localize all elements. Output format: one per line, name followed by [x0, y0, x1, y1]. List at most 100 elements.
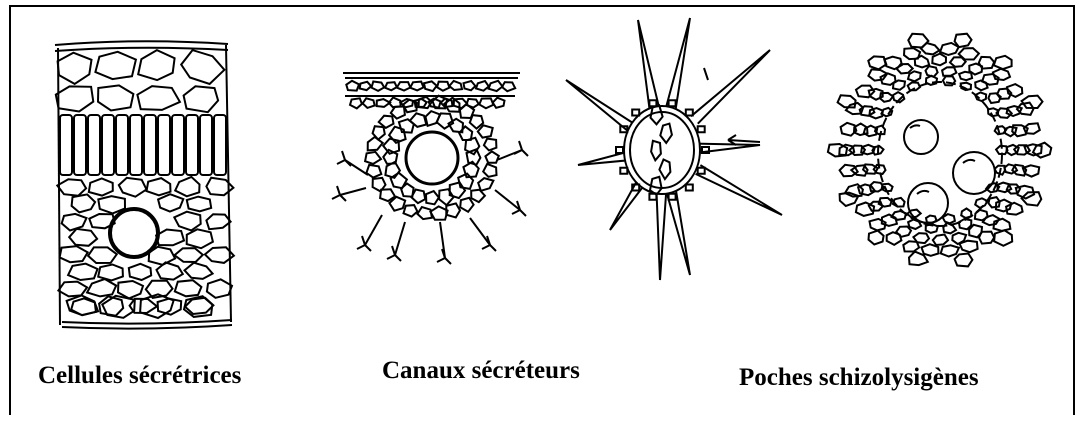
- mesophyll-cell: [156, 230, 184, 246]
- epidermal-cell: [58, 53, 92, 84]
- border-cell: [698, 168, 705, 174]
- sheath-cell: [366, 165, 381, 178]
- lower-epidermis-line: [62, 320, 232, 324]
- mesophyll-cell: [187, 197, 211, 212]
- epidermal-cell: [95, 52, 135, 79]
- palisade-cell: [172, 115, 184, 175]
- epithelial-cell: [439, 189, 453, 205]
- branched-cell-tip: [337, 151, 351, 166]
- caption-schizolysigenous-pockets: Poches schizolysigènes: [739, 364, 979, 392]
- mesophyll-cell: [147, 178, 171, 195]
- pocket-wall-cell: [856, 86, 874, 98]
- epidermal-cell: [181, 50, 224, 84]
- mesophyll-cell: [57, 179, 86, 195]
- highlight: [963, 160, 975, 163]
- epidermal-cell: [437, 82, 449, 91]
- palisade-cell: [88, 115, 100, 175]
- subepidermal-cell: [493, 98, 505, 108]
- subepidermal-cell: [479, 98, 493, 108]
- epidermis-line: [55, 41, 228, 45]
- border-cell: [698, 126, 705, 132]
- highlight: [917, 191, 929, 194]
- branched-cell-tip: [387, 246, 401, 261]
- pocket-wall-cell: [869, 202, 883, 211]
- branched-cell-tip: [514, 141, 528, 156]
- sheath-cell: [471, 190, 485, 202]
- epidermal-cell: [346, 81, 359, 91]
- sheath-cell: [478, 178, 493, 191]
- hypodermal-cell: [184, 86, 219, 112]
- subepidermal-cell: [363, 98, 375, 108]
- tissue-edge: [58, 48, 60, 325]
- border-cell: [616, 147, 623, 153]
- mesophyll-cell: [185, 263, 213, 279]
- palisade-cell: [186, 115, 198, 175]
- oil-droplet: [904, 120, 938, 154]
- hypodermal-cell: [137, 86, 180, 110]
- border-cell: [686, 185, 693, 191]
- sheath-cell: [404, 205, 418, 217]
- mesophyll-cell: [187, 229, 213, 248]
- palisade-cell: [200, 115, 212, 175]
- epidermal-cell: [476, 81, 489, 91]
- spine: [656, 189, 666, 280]
- pocket-wall-cell: [995, 126, 1007, 134]
- mesophyll-cell: [89, 178, 113, 195]
- palisade-cell: [74, 115, 86, 175]
- mesophyll-cell: [158, 194, 183, 211]
- tick-mark: [704, 68, 708, 80]
- oil-droplet: [953, 152, 995, 194]
- border-cell: [649, 194, 656, 200]
- pocket-wall-cell: [959, 72, 972, 80]
- border-cell: [702, 147, 709, 153]
- mesophyll-cell: [98, 265, 123, 281]
- mesophyll-cell: [174, 212, 200, 231]
- epidermal-cell: [372, 82, 385, 91]
- border-cell: [669, 194, 676, 200]
- pocket-wall-cell: [913, 233, 929, 243]
- pocket-wall-cell: [950, 57, 966, 67]
- branched-cell: [395, 222, 405, 255]
- schizolysigenous-pocket-drawing: [828, 34, 1051, 267]
- mesophyll-cell: [87, 279, 116, 296]
- pocket-wall-cell: [941, 245, 959, 256]
- spine: [691, 50, 770, 124]
- secretory-cells-drawing: [55, 41, 234, 328]
- spine: [566, 80, 636, 133]
- mesophyll-cell: [60, 246, 88, 262]
- epithelial-cell: [459, 126, 472, 140]
- pocket-wall-cell: [868, 56, 886, 69]
- pocket-wall-cell: [838, 95, 856, 107]
- epidermal-cell: [424, 81, 437, 91]
- epidermal-cell: [410, 82, 423, 91]
- sheath-cell: [483, 164, 496, 177]
- sheath-cell: [430, 206, 447, 219]
- epidermal-cell: [464, 81, 476, 90]
- palisade-cell: [116, 115, 128, 175]
- epithelial-cell: [426, 191, 439, 204]
- highlight: [910, 125, 920, 128]
- pocket-wall-cell: [893, 80, 905, 89]
- sheath-cell: [478, 125, 493, 137]
- mesophyll-cell: [88, 247, 117, 263]
- mesophyll-cell: [62, 214, 87, 231]
- spine: [638, 20, 660, 112]
- sheath-cell: [485, 151, 498, 162]
- pocket-wall-cell: [915, 56, 929, 68]
- palisade-cell: [214, 115, 226, 175]
- border-cell: [669, 100, 676, 106]
- palisade-cell: [158, 115, 170, 175]
- spine: [696, 165, 782, 215]
- mesophyll-cell: [72, 194, 96, 212]
- pocket-wall-cell: [932, 54, 946, 66]
- branched-cell: [470, 218, 490, 245]
- mesophyll-cell: [175, 280, 202, 296]
- mesophyll-cell: [118, 281, 143, 298]
- border-cell: [686, 110, 693, 116]
- pocket-wall-cell: [994, 56, 1012, 69]
- palisade-cell: [130, 115, 142, 175]
- mesophyll-cell: [175, 177, 199, 196]
- branched-cell-tip: [512, 201, 526, 216]
- border-cell: [649, 100, 656, 106]
- pocket-wall-cell: [869, 231, 884, 245]
